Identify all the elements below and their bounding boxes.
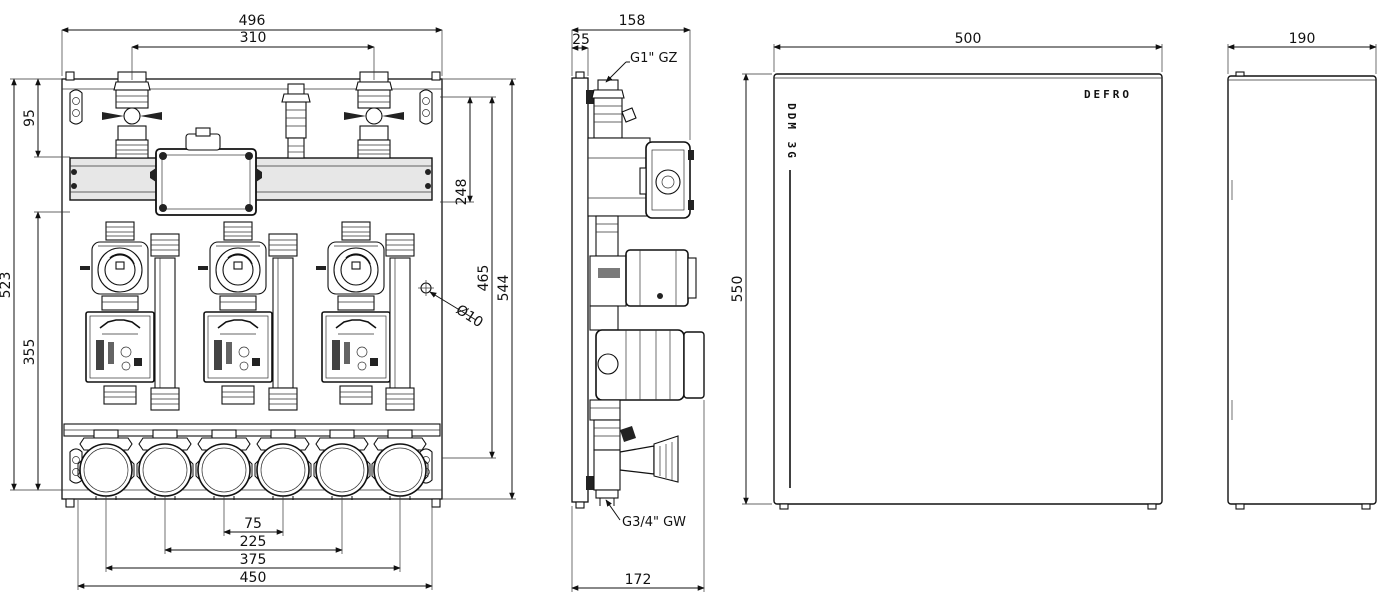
dim-front-bottom-225: 225 (240, 534, 267, 550)
dim-cover-550: 550 (730, 276, 746, 303)
mounting-hole-icon (419, 89, 433, 125)
dim-cover-500: 500 (955, 31, 982, 47)
mounting-hole-icon (69, 89, 83, 125)
dim-side-158: 158 (619, 13, 646, 29)
dim-front-bottom-75: 75 (244, 516, 262, 532)
side-view: 158 25 172 G1" GZ G3/4" GW (571, 13, 705, 592)
dim-front-left-355: 355 (22, 339, 38, 366)
controller-box (155, 148, 257, 216)
dim-front-bottom-450: 450 (240, 570, 267, 586)
return-pipe (385, 233, 415, 411)
air-vent (281, 83, 311, 159)
callout-top-thread: G1" GZ (630, 51, 678, 66)
return-pipe (268, 233, 298, 411)
callout-bottom-thread: G3/4" GW (622, 515, 686, 530)
dim-depth-190: 190 (1289, 31, 1316, 47)
dim-front-bottom-375: 375 (240, 552, 267, 568)
defro-logo: DEFRO (1084, 88, 1132, 101)
dim-side-172: 172 (625, 572, 652, 588)
dim-front-right-248: 248 (454, 179, 470, 206)
dim-side-25: 25 (572, 32, 590, 48)
cover-side-view: 190 (1227, 31, 1377, 510)
dim-front-left-523: 523 (0, 272, 14, 299)
cover-side-text: DDM 3G (785, 103, 798, 161)
return-pipe (150, 233, 180, 411)
dim-front-right-544: 544 (496, 275, 512, 302)
cover-front-view: DEFRO DDM 3G 500 550 (730, 31, 1163, 510)
dim-front-left-95: 95 (22, 109, 38, 127)
front-view: 496 310 95 523 355 248 465 544 Ø10 (0, 13, 516, 590)
dim-front-width: 496 (239, 13, 266, 29)
dim-front-top-inner: 310 (240, 30, 267, 46)
dim-front-right-465: 465 (476, 265, 492, 292)
dim-front-hole: Ø10 (453, 302, 486, 331)
